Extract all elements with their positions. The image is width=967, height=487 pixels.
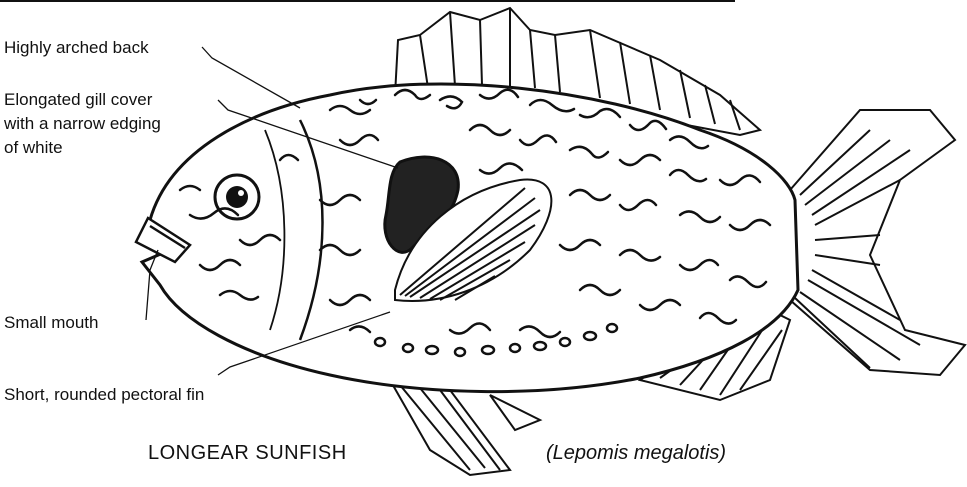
tail-fin [790,110,965,375]
label-small-mouth: Small mouth [4,312,98,334]
label-arched-back: Highly arched back [4,37,149,59]
label-gill-cover-line2: with a narrow edging [4,113,161,135]
label-pectoral-fin: Short, rounded pectoral fin [4,384,204,406]
common-name: LONGEAR SUNFISH [148,442,347,465]
label-gill-cover-line1: Elongated gill cover [4,89,152,111]
scientific-name: (Lepomis megalotis) [546,442,726,465]
label-gill-cover-line3: of white [4,137,63,159]
leader-back [202,47,300,108]
